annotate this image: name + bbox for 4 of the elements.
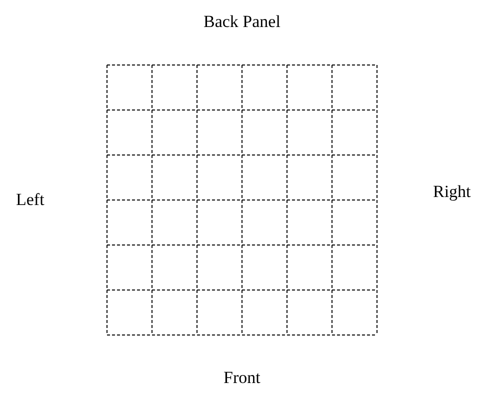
side-label: Left — [16, 190, 44, 210]
side-label: Back Panel — [204, 12, 280, 32]
side-label: Front — [224, 368, 260, 388]
side-label: Right — [433, 182, 471, 202]
